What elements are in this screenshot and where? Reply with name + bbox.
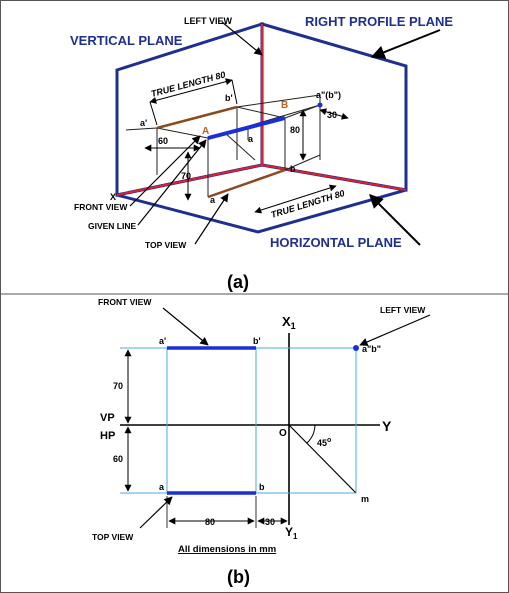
dim-30-label-b: 30 bbox=[265, 517, 275, 527]
a-label-mid: a bbox=[248, 134, 254, 144]
vp-label: VP bbox=[100, 412, 115, 424]
caption-a: (a) bbox=[227, 272, 249, 292]
dim-60-label-b: 60 bbox=[113, 454, 123, 464]
given-line-label-a: GIVEN LINE bbox=[88, 221, 137, 231]
projectors-b bbox=[120, 347, 357, 494]
a-dprime-label-a: a"(b") bbox=[316, 90, 341, 100]
b-label-b: b bbox=[259, 482, 265, 492]
left-view-label-a: LEFT VIEW bbox=[184, 16, 233, 26]
dim-30-label-a: 30 bbox=[327, 110, 337, 120]
horizontal-plane-label: HORIZONTAL PLANE bbox=[270, 235, 402, 250]
top-view-label-a: TOP VIEW bbox=[145, 240, 187, 250]
top-view-label-b: TOP VIEW bbox=[92, 532, 134, 542]
b-prime-label-a: b' bbox=[225, 93, 233, 103]
dim-70-label-b: 70 bbox=[113, 381, 123, 391]
caption-b: (b) bbox=[227, 567, 250, 587]
left-view-label-b: LEFT VIEW bbox=[380, 305, 426, 315]
dim-70-label-a: 70 bbox=[181, 171, 191, 181]
x-label-a: X bbox=[110, 192, 116, 202]
a-label-bottom: a bbox=[210, 195, 216, 205]
top-view-line-3d bbox=[207, 168, 286, 199]
b-label-a: b bbox=[290, 164, 296, 174]
hp-label: HP bbox=[100, 430, 115, 442]
front-view-line-3d bbox=[156, 105, 238, 130]
dim-80-label-b: 80 bbox=[205, 517, 215, 527]
angle-arc-45 bbox=[306, 424, 316, 444]
true-length-dim-top bbox=[149, 78, 233, 104]
diagram-b: FRONT VIEW LEFT VIEW TOP VIEW X1 Y1 Y O … bbox=[92, 297, 431, 587]
true-length-dim-bottom bbox=[254, 184, 337, 214]
leaders-b bbox=[139, 307, 431, 529]
front-view-label-a: FRONT VIEW bbox=[74, 202, 128, 212]
angle-label: 45o bbox=[317, 437, 331, 448]
true-length-ext-2 bbox=[231, 79, 238, 105]
front-view-label-b: FRONT VIEW bbox=[98, 297, 152, 307]
a-prime-label-b: a' bbox=[159, 336, 166, 346]
true-length-ext-1 bbox=[149, 101, 158, 126]
miter-line-45 bbox=[288, 424, 357, 494]
x1-label: X1 bbox=[282, 314, 296, 331]
dim-80-label-a: 80 bbox=[290, 125, 300, 135]
dim-60-label-a: 60 bbox=[158, 136, 168, 146]
B-label: B bbox=[281, 100, 288, 111]
units-note: All dimensions in mm bbox=[178, 544, 276, 555]
m-label: m bbox=[361, 494, 369, 504]
o-label: O bbox=[279, 428, 287, 439]
vertical-plane-label: VERTICAL PLANE bbox=[70, 33, 183, 48]
adbd-label-b: a"b" bbox=[362, 344, 381, 354]
a-prime-label-a: a' bbox=[140, 118, 147, 128]
right-profile-plane-label: RIGHT PROFILE PLANE bbox=[305, 14, 453, 29]
given-line-3d bbox=[207, 116, 286, 140]
A-label: A bbox=[202, 126, 209, 137]
left-view-point-2d bbox=[353, 345, 359, 351]
leaders-a bbox=[129, 21, 441, 246]
y1-label: Y1 bbox=[285, 525, 298, 541]
b-prime-label-b: b' bbox=[253, 336, 261, 346]
y-label: Y bbox=[382, 418, 392, 434]
left-view-point-3d bbox=[317, 102, 323, 108]
a-label-b: a bbox=[159, 482, 165, 492]
diagram-a: VERTICAL PLANE RIGHT PROFILE PLANE HORIZ… bbox=[70, 14, 453, 292]
dim-30-3d bbox=[319, 108, 349, 120]
